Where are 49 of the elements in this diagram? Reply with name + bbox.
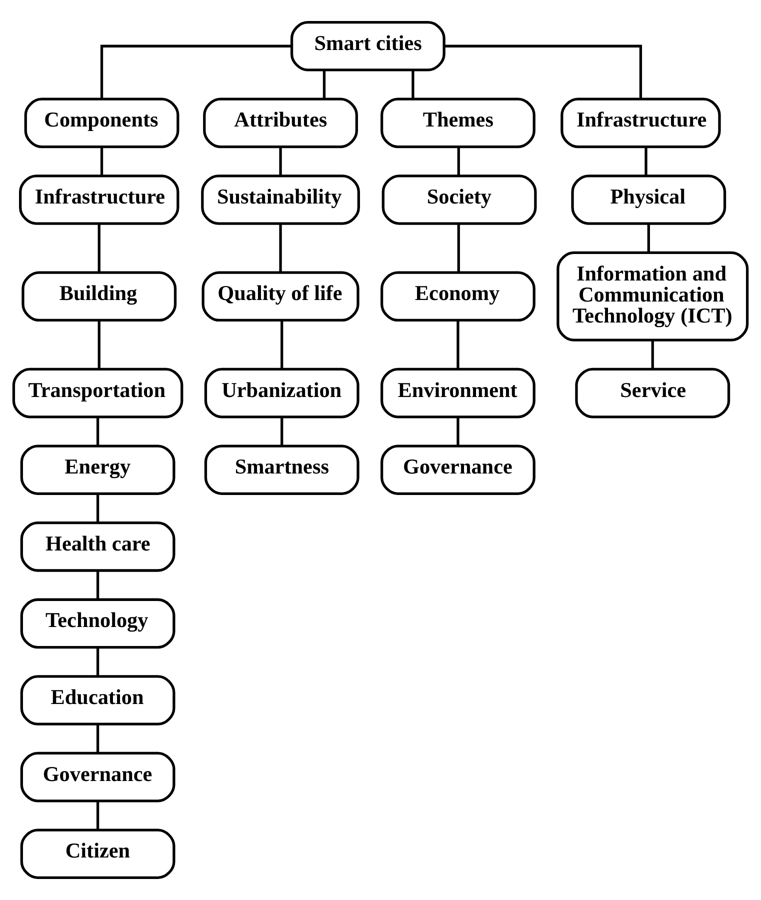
connector [457,146,460,176]
node-box: Quality of life [202,271,360,322]
connector [280,416,284,446]
connector [322,70,326,99]
connector [100,146,104,176]
connector [280,320,284,370]
node-box: Technology [20,598,176,649]
node-box: Smart cities [290,20,446,72]
node-box: Governance [20,752,176,802]
node-box: Themes [380,98,536,148]
node-box: Health care [20,522,176,572]
node-box: Building [22,271,177,322]
connector [96,800,100,830]
connector [96,494,100,523]
connector [100,44,292,100]
node-box: Smartness [204,444,360,496]
node-box: Governance [380,444,536,496]
node-box: Information and Communication Technology (ICT) [556,251,749,342]
connector [279,224,282,272]
connector [456,320,460,370]
node-box: Components [24,98,180,148]
connector [644,146,648,176]
node-box: Education [20,675,176,726]
node-box: Society [382,174,537,225]
connector [457,224,460,272]
node-box: Infrastructure [560,98,721,148]
node-box: Transportation [12,368,184,418]
connector [456,416,460,446]
node-box: Environment [380,368,536,418]
connector [279,146,282,176]
connector [96,570,100,600]
connector [412,70,414,99]
connector [96,724,100,753]
connector [444,44,642,100]
node-box: Physical [571,174,726,225]
node-box: Urbanization [204,368,360,418]
node-box: Citizen [20,828,176,880]
node-box: Economy [380,271,536,322]
connector [98,224,100,272]
node-box: Attributes [203,98,358,148]
connector [651,340,654,369]
connector [98,320,100,370]
node-box: Service [575,368,730,418]
connector [647,224,650,252]
node-box: Infrastructure [19,174,180,225]
connector [96,647,100,676]
node-box: Energy [20,444,176,496]
node-box: Sustainability [201,174,360,225]
connector [96,416,100,446]
